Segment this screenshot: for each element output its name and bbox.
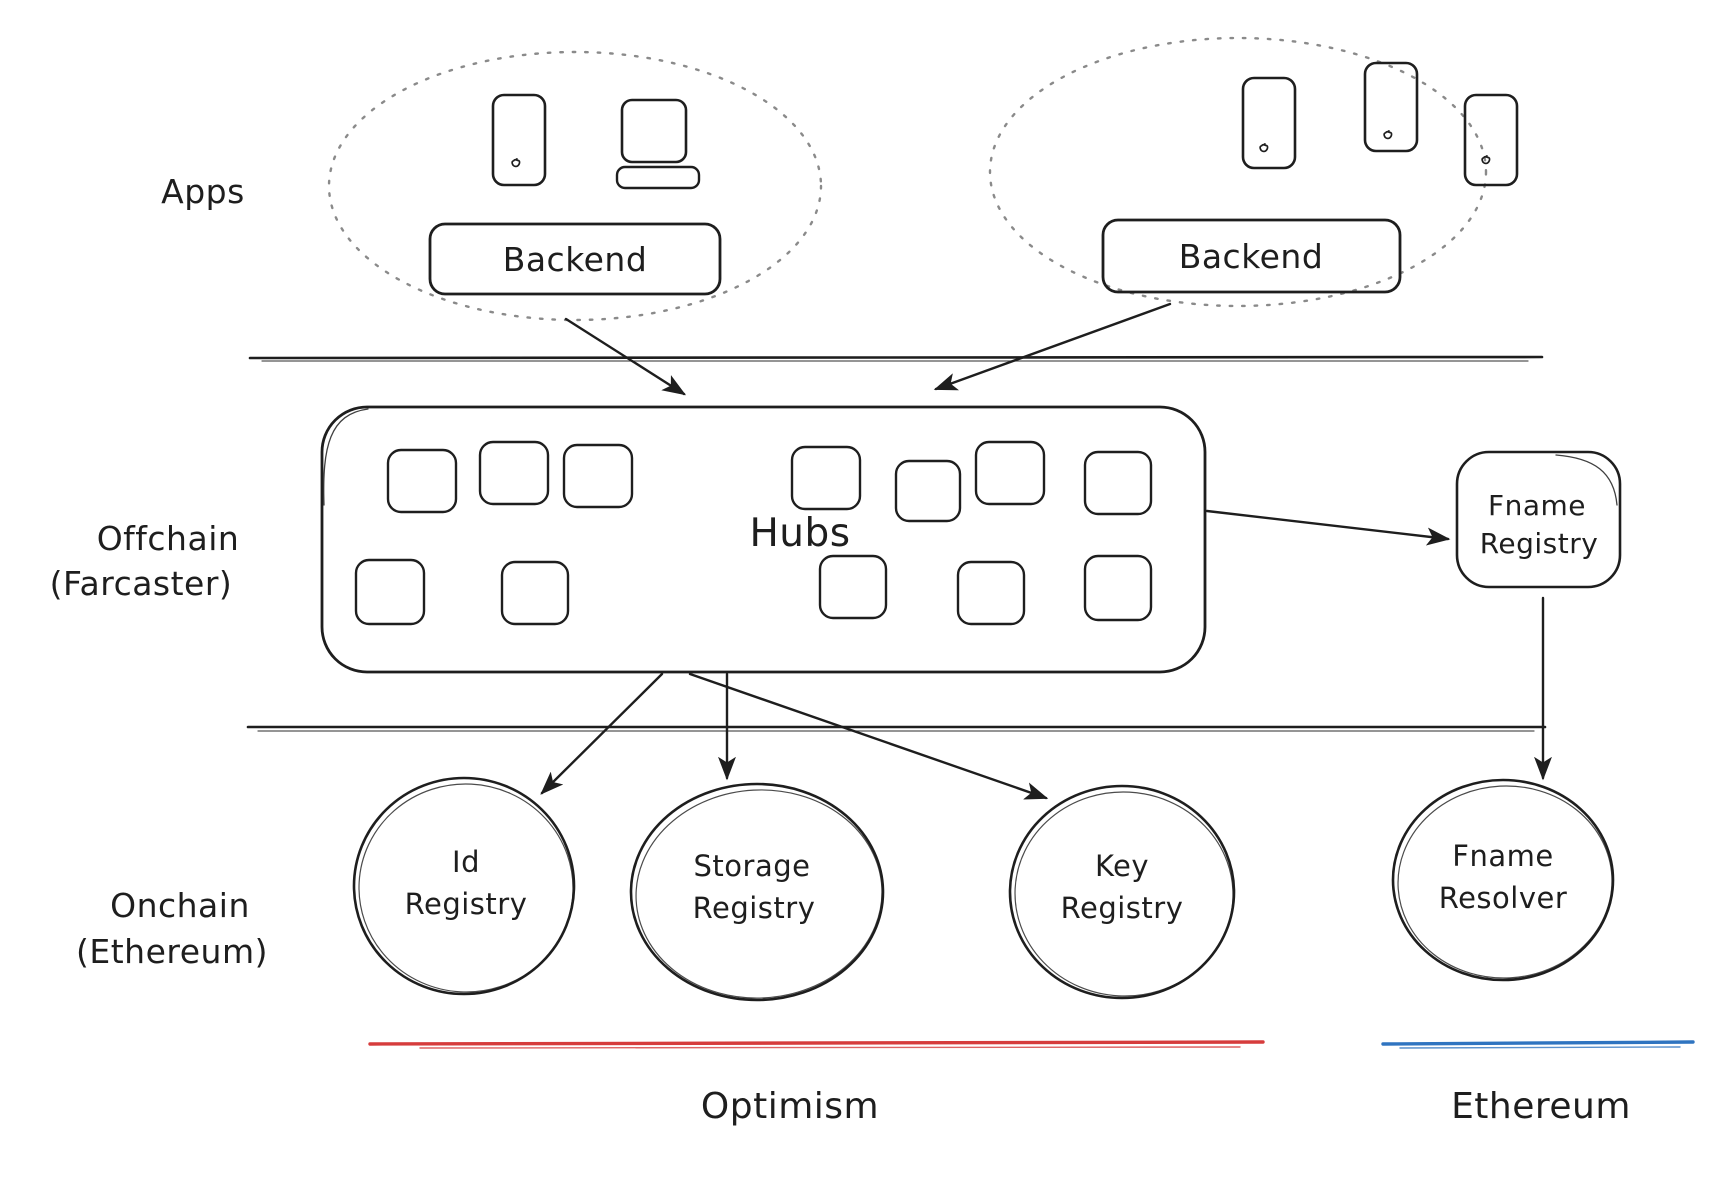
hub-node	[478, 440, 550, 506]
hub-node	[894, 459, 962, 523]
optimism-underline-echo	[419, 1046, 1241, 1049]
fname-registry-label-line2: Registry	[1480, 527, 1599, 560]
phone-icon	[1463, 93, 1519, 187]
phone-icon	[491, 93, 547, 187]
desktop-screen	[620, 98, 688, 164]
fname-registry-label-line1: Fname	[1488, 489, 1586, 522]
ethereum-underline	[1381, 1040, 1695, 1046]
key-registry-outline-echo	[1014, 791, 1234, 997]
hub-node	[818, 554, 888, 620]
hub-node	[500, 560, 570, 626]
storage-registry-outline-echo	[635, 789, 883, 999]
id-registry-outline-echo	[358, 783, 574, 993]
arrow-backend2-to-hubs	[936, 302, 1172, 389]
ethereum-chain-group: Ethereum	[1381, 1040, 1695, 1127]
apps-cluster-2: Backend	[988, 36, 1519, 308]
optimism-label: Optimism	[701, 1086, 879, 1127]
hubs-label: Hubs	[749, 511, 850, 556]
key-registry-label-line1: Key	[1095, 849, 1149, 883]
backend-box-1-frame	[428, 222, 722, 296]
fname-registry-sketch-echo	[1555, 454, 1618, 506]
onchain-layer-label-line2: (Ethereum)	[76, 932, 268, 971]
fname-resolver-circle: Fname Resolver	[1391, 778, 1615, 982]
key-registry-label-line2: Registry	[1061, 891, 1184, 925]
id-registry-label-line2: Registry	[405, 887, 528, 921]
offchain-layer-label-line1: Offchain	[97, 519, 240, 558]
arrow-hubs-to-fname-registry	[1205, 509, 1448, 539]
storage-registry-label-line2: Registry	[693, 891, 816, 925]
fname-resolver-label-line2: Resolver	[1439, 881, 1568, 915]
backend-box-2: Backend	[1101, 218, 1402, 294]
backend-box-1-label: Backend	[503, 240, 648, 279]
apps-layer-label: Apps	[161, 172, 245, 211]
apple-logo-icon	[1259, 143, 1269, 153]
id-registry-outline	[352, 776, 576, 996]
hub-node	[562, 443, 634, 509]
hub-node	[386, 448, 458, 514]
hub-node	[354, 558, 426, 626]
apple-logo-icon	[511, 158, 521, 168]
apple-logo-icon	[1481, 155, 1491, 165]
offchain-layer-label-line2: (Farcaster)	[50, 564, 233, 603]
hubs-box-sketch-echo	[323, 408, 369, 506]
optimism-underline	[368, 1040, 1265, 1046]
ethereum-label: Ethereum	[1451, 1086, 1631, 1127]
phone-body	[1463, 93, 1519, 187]
onchain-layer-label-line1: Onchain	[110, 886, 250, 925]
backend-box-1: Backend	[428, 222, 722, 296]
phone-icon	[1363, 61, 1419, 153]
backend-box-2-label: Backend	[1179, 237, 1324, 276]
apps-cluster-1: Backend	[327, 50, 823, 322]
fname-resolver-outline	[1391, 778, 1615, 982]
backend-box-2-frame	[1101, 218, 1402, 294]
hub-node	[956, 560, 1026, 626]
desktop-base	[615, 165, 701, 190]
arrow-backend1-to-hubs	[564, 317, 684, 394]
phone-body	[1363, 61, 1419, 153]
optimism-chain-group: Optimism	[368, 1040, 1265, 1127]
arrow-hubs-to-id-registry	[542, 672, 664, 793]
storage-registry-label-line1: Storage	[694, 849, 811, 883]
apps-cluster-1-boundary	[327, 50, 823, 322]
phone-body	[491, 93, 547, 187]
phone-icon	[1241, 76, 1297, 170]
storage-registry-circle: Storage Registry	[629, 782, 885, 1002]
storage-registry-outline	[629, 782, 885, 1002]
key-registry-circle: Key Registry	[1008, 784, 1236, 1000]
phone-body	[1241, 76, 1297, 170]
key-registry-outline	[1008, 784, 1236, 1000]
divider-apps-offchain	[248, 355, 1544, 360]
id-registry-circle: Id Registry	[352, 776, 576, 996]
hubs-box: Hubs	[320, 405, 1207, 674]
hub-node	[974, 440, 1046, 506]
apple-logo-icon	[1383, 130, 1393, 140]
fname-resolver-outline-echo	[1397, 785, 1613, 979]
apps-cluster-2-boundary	[988, 36, 1488, 308]
hub-node	[1083, 450, 1153, 516]
fname-resolver-label-line1: Fname	[1452, 839, 1553, 873]
hubs-box-frame	[320, 405, 1207, 674]
ethereum-underline-echo	[1399, 1046, 1681, 1049]
desktop-icon	[615, 98, 701, 190]
arrow-hubs-to-key-registry	[688, 672, 1046, 798]
hub-node	[790, 445, 862, 511]
hub-node	[1083, 554, 1153, 622]
id-registry-label-line1: Id	[452, 845, 480, 879]
fname-registry-frame	[1455, 450, 1622, 589]
fname-registry-box: Fname Registry	[1455, 450, 1622, 589]
